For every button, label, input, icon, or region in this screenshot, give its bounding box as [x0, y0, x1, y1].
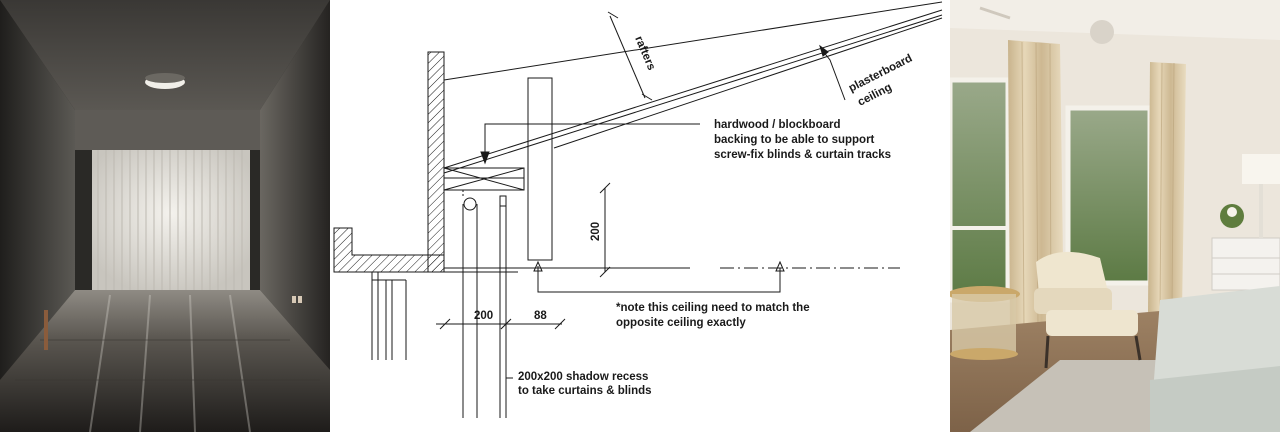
empty-room-photo [0, 0, 330, 432]
ottoman [1046, 310, 1138, 336]
wall-hatch [427, 51, 445, 273]
ceiling-speaker [1090, 20, 1114, 44]
rafters-label: rafters [632, 34, 657, 72]
backing-block [443, 167, 525, 191]
dim-gap-88: 88 [534, 310, 547, 322]
vertical-blinds [97, 150, 243, 290]
ceiling-section-drawing: rafters plasterboard ceiling hardwood / … [330, 0, 950, 432]
bedroom-illustration [950, 0, 1280, 432]
recess-label-2: to take curtains & blinds [518, 385, 652, 397]
empty-room-illustration [0, 0, 330, 432]
dim-vertical-200: 200 [590, 222, 602, 241]
backing-label-1: hardwood / blockboard [714, 119, 841, 131]
curtain-track-circle [463, 197, 477, 211]
bedroom-photo [950, 0, 1280, 432]
backing-label-3: screw-fix blinds & curtain tracks [714, 149, 891, 161]
dim-width-200: 200 [474, 310, 493, 322]
curtain-right [1148, 62, 1186, 312]
section-diagram: rafters plasterboard ceiling hardwood / … [333, 1, 943, 418]
ceiling-bulkhead [527, 77, 553, 261]
side-table [952, 294, 1016, 354]
window-left [950, 80, 1008, 300]
backing-label-2: backing to be able to support [714, 134, 875, 146]
rafter-line-top [443, 1, 943, 81]
slab-hatch [333, 227, 445, 273]
dresser [1211, 237, 1280, 291]
plasterboard-line [443, 14, 943, 174]
note-line-2: opposite ceiling exactly [616, 317, 746, 329]
note-line-1: *note this ceiling need to match the [616, 302, 810, 314]
table-lamp [1242, 154, 1280, 184]
recess-label-1: 200x200 shadow recess [518, 371, 648, 383]
